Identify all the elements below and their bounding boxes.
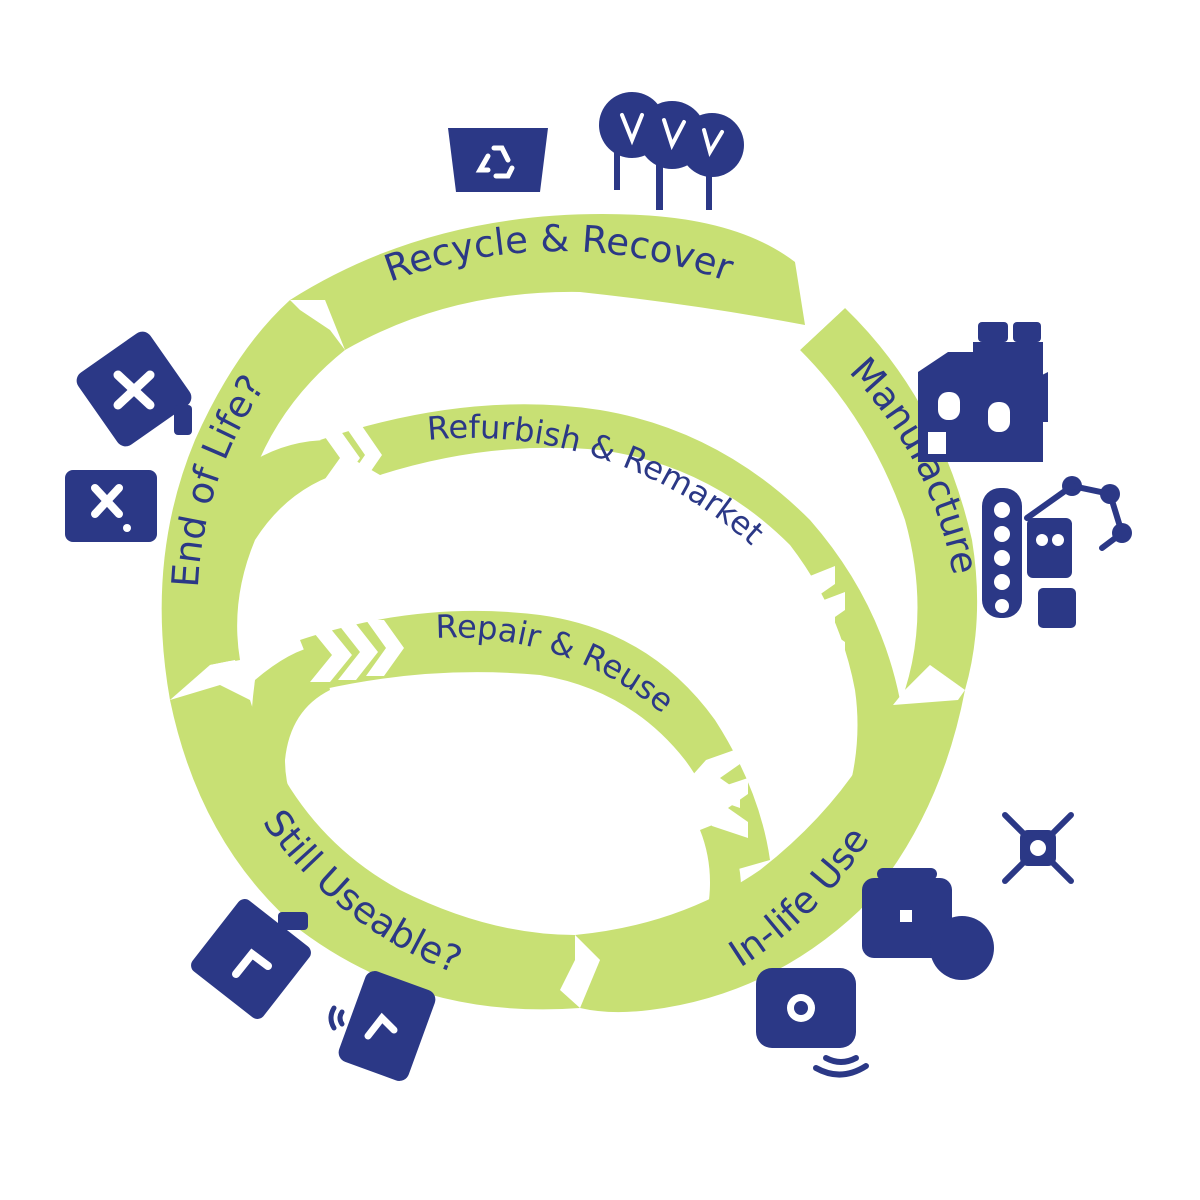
band-still-useable — [170, 665, 600, 1010]
repair-loop — [250, 610, 770, 940]
band-inlife — [575, 665, 965, 1013]
factory-icon — [918, 322, 1048, 462]
refurbish-chevrons-top — [320, 426, 382, 486]
refurbish-loop — [224, 404, 905, 860]
band-refurbish-left — [224, 440, 350, 662]
recycling-bin-icon — [448, 128, 548, 192]
band-repair — [300, 610, 770, 870]
repair-chevrons-top — [310, 620, 404, 682]
band-recycle — [290, 214, 805, 350]
outer-ring — [161, 214, 978, 1013]
refurbish-chevrons-right — [780, 566, 845, 660]
segment-separators — [170, 262, 965, 1008]
band-end-of-life — [161, 300, 345, 700]
band-manufacture — [800, 308, 978, 690]
drone-icon — [1002, 812, 1074, 884]
band-repair-left — [250, 645, 330, 845]
laptop-icon — [862, 868, 994, 980]
camera-speaker-icon — [756, 968, 869, 1078]
repair-chevrons-right — [690, 748, 748, 838]
working-tablet-icon — [191, 899, 311, 1019]
trees-icon — [599, 92, 744, 210]
broken-phone-icon — [65, 470, 157, 542]
working-phone-icon — [328, 971, 436, 1081]
broken-tablet-icon — [76, 331, 192, 447]
band-repair-lower — [700, 820, 741, 940]
robot-arm-conveyor-icon — [982, 476, 1132, 628]
